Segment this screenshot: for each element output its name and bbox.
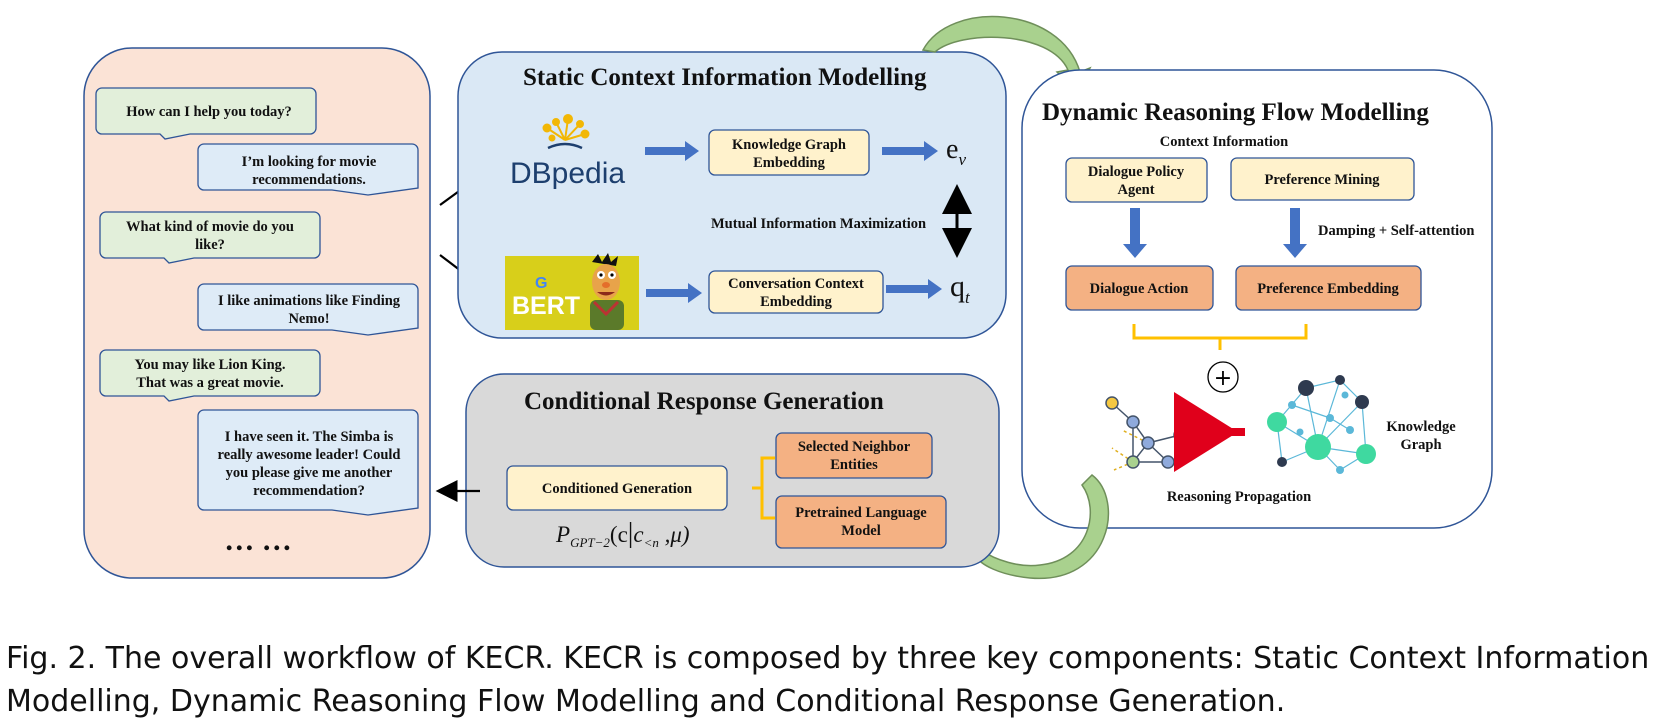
chat-bubble-user: I’m looking for movie recommendations. <box>197 143 419 196</box>
policy-agent-label: Dialogue Policy <box>1088 164 1185 180</box>
chat-message-text: I like animations like Finding <box>218 293 401 309</box>
chat-message-text: What kind of movie do you <box>126 219 294 235</box>
knowledge-graph-icon <box>1267 375 1376 474</box>
gpt2-formula: PGPT−2(c|c<n ,μ) <box>555 518 690 550</box>
conv-embedding-label: Conversation Context <box>728 276 864 292</box>
bert-logo-text: BERT <box>512 292 580 320</box>
google-g-icon: G <box>535 275 547 292</box>
chat-message-text: Nemo! <box>288 311 329 327</box>
dbpedia-logo: DBpedia <box>510 114 625 190</box>
chat-bubble-user: I like animations like Finding Nemo! <box>197 283 419 336</box>
chat-bubble-system: What kind of movie do you like? <box>99 211 321 264</box>
chat-message-text: really awesome leader! Could <box>218 447 401 463</box>
conv-embedding-label: Embedding <box>760 294 832 310</box>
conditioned-generation-box: Conditioned Generation <box>506 465 728 511</box>
conditional-generation-panel: Conditional Response Generation Conditio… <box>465 373 1000 568</box>
conditioned-generation-label: Conditioned Generation <box>542 481 692 497</box>
arrow-dbpedia-to-kg <box>645 141 699 161</box>
static-modelling-panel: Static Context Information Modelling DBp… <box>457 51 1007 339</box>
policy-agent-box: Dialogue Policy Agent <box>1065 157 1208 203</box>
arrow-conv-to-qt <box>886 279 942 299</box>
workflow-diagram: How can I help you today? I’m looking fo… <box>83 15 1493 579</box>
dialogue-action-box: Dialogue Action <box>1065 265 1214 311</box>
chat-message-text: recommendation? <box>253 483 365 499</box>
neighbor-entities-label: Selected Neighbor <box>798 439 911 455</box>
preference-mining-label: Preference Mining <box>1264 172 1380 188</box>
bert-character-icon <box>590 253 624 330</box>
kg-embedding-box: Knowledge Graph Embedding <box>708 129 870 176</box>
chat-message-text: That was a great movie. <box>136 375 284 391</box>
arrow-mining-to-embedding <box>1283 208 1307 258</box>
preference-mining-box: Preference Mining <box>1230 157 1415 201</box>
preference-embedding-box: Preference Embedding <box>1235 265 1422 311</box>
chat-bubble-user: I have seen it. The Simba is really awes… <box>197 409 419 516</box>
dynamic-modelling-panel: Dynamic Reasoning Flow Modelling Context… <box>1021 69 1493 529</box>
plus-sign: + <box>1214 366 1232 391</box>
dialogue-action-label: Dialogue Action <box>1090 281 1189 297</box>
mutual-information-label: Mutual Information Maximization <box>711 216 926 232</box>
chat-panel: How can I help you today? I’m looking fo… <box>83 47 431 579</box>
policy-agent-label: Agent <box>1117 182 1154 198</box>
pretrained-lm-label: Pretrained Language <box>795 505 927 521</box>
knowledge-graph-label: Knowledge <box>1386 419 1456 435</box>
plus-icon: + <box>1207 361 1239 393</box>
figure-caption-line-2: Modelling, Dynamic Reasoning Flow Modell… <box>6 684 1286 719</box>
chat-message-text: I have seen it. The Simba is <box>225 429 394 445</box>
static-panel-title: Static Context Information Modelling <box>523 64 927 91</box>
conv-embedding-box: Conversation Context Embedding <box>708 270 884 314</box>
kg-embedding-label: Knowledge Graph <box>732 137 846 153</box>
reasoning-propagation-label: Reasoning Propagation <box>1167 489 1311 505</box>
preference-embedding-label: Preference Embedding <box>1257 281 1399 297</box>
arrow-policy-to-action <box>1123 208 1147 258</box>
arrow-kg-to-ev <box>882 141 938 161</box>
chat-message-text: like? <box>195 237 225 253</box>
chat-bubble-system: How can I help you today? <box>95 87 317 140</box>
chat-message-text: How can I help you today? <box>126 104 292 120</box>
flow-arrow-static-to-dynamic <box>921 15 1092 94</box>
dbpedia-logo-text: DBpedia <box>510 157 625 190</box>
chat-ellipsis: … … <box>224 524 292 557</box>
chat-bubble-system: You may like Lion King. That was a great… <box>99 349 321 402</box>
arrow-bert-to-conv <box>646 283 702 303</box>
neighbor-entities-box: Selected Neighbor Entities <box>775 432 933 479</box>
neighbor-entities-label: Entities <box>830 457 878 473</box>
damping-label: Damping + Self-attention <box>1318 223 1474 239</box>
qt-symbol: qt <box>950 270 971 307</box>
conditional-panel-title: Conditional Response Generation <box>524 388 884 415</box>
knowledge-graph-label: Graph <box>1400 437 1441 453</box>
ev-symbol: ev <box>946 134 966 169</box>
combine-brace <box>1132 324 1308 350</box>
context-information-label: Context Information <box>1160 134 1288 150</box>
pretrained-lm-label: Model <box>841 523 880 539</box>
pretrained-lm-box: Pretrained Language Model <box>775 495 947 549</box>
figure-caption-line-1: Fig. 2. The overall workflow of KECR. KE… <box>6 641 1650 676</box>
chat-message-text: I’m looking for movie <box>242 154 377 170</box>
condition-brace <box>752 456 775 520</box>
chat-message-text: recommendations. <box>252 172 366 188</box>
chat-message-text: You may like Lion King. <box>134 357 285 373</box>
dynamic-panel-title: Dynamic Reasoning Flow Modelling <box>1042 99 1429 126</box>
bert-logo: G BERT <box>505 253 639 330</box>
kg-embedding-label: Embedding <box>753 155 825 171</box>
chat-message-text: you please give me another <box>226 465 393 481</box>
